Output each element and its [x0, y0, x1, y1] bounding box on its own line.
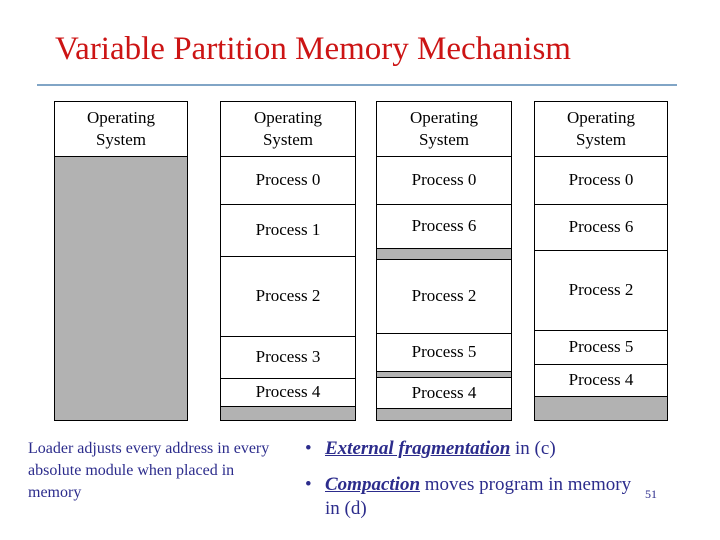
bullet-item-external-fragmentation: • External fragmentation in (c) — [305, 437, 710, 462]
memory-segment: Process 0 — [221, 157, 355, 205]
memory-segment: Process 6 — [377, 205, 511, 249]
bullet-rest: moves program in memory — [420, 473, 632, 495]
memory-segment: Operating System — [377, 102, 511, 157]
memory-segment: Operating System — [535, 102, 667, 157]
page-number: 51 — [645, 487, 657, 501]
segment-label: Process 4 — [255, 382, 321, 402]
memory-column-a: Operating System — [54, 101, 188, 421]
bullet-item-compaction: • Compaction moves program in memory in (… — [305, 473, 710, 522]
memory-segment: Process 0 — [377, 157, 511, 205]
segment-label: Operating System — [87, 107, 155, 149]
segment-label: Operating System — [254, 107, 322, 149]
segment-label: Process 6 — [411, 216, 477, 236]
bullet-emphasis: Compaction — [325, 473, 421, 495]
memory-segment: Operating System — [221, 102, 355, 157]
memory-segment: Operating System — [55, 102, 187, 157]
segment-label: Operating System — [410, 107, 478, 149]
memory-segment: Process 6 — [535, 205, 667, 251]
loader-note: Loader adjusts every address in every ab… — [28, 440, 270, 502]
title-divider-line — [37, 84, 677, 86]
memory-segment: Process 2 — [535, 251, 667, 331]
free-memory-block — [221, 407, 355, 420]
segment-label: Operating System — [567, 107, 635, 149]
free-memory-block — [377, 409, 511, 420]
segment-label: Process 0 — [411, 170, 477, 190]
free-memory-block — [377, 249, 511, 260]
memory-segment: Process 5 — [535, 331, 667, 365]
memory-segment: Process 4 — [377, 378, 511, 409]
segment-label: Process 6 — [568, 217, 634, 237]
memory-segment: Process 4 — [535, 365, 667, 397]
segment-label: Process 4 — [568, 370, 634, 390]
memory-segment: Process 4 — [221, 379, 355, 407]
segment-label: Process 2 — [411, 286, 477, 306]
bullet-emphasis: External fragmentation — [325, 438, 511, 459]
memory-segment: Process 2 — [377, 260, 511, 334]
segment-label: Process 1 — [255, 220, 321, 240]
segment-label: Process 4 — [411, 382, 477, 402]
free-memory-block — [377, 372, 511, 378]
bullet-marker: • — [305, 438, 312, 459]
memory-segment: Process 5 — [377, 334, 511, 372]
segment-label: Process 3 — [255, 347, 321, 367]
segment-label: Process 2 — [255, 286, 321, 306]
segment-label: Process 5 — [568, 337, 634, 357]
bullet-text: External fragmentation in (c) — [325, 437, 710, 462]
bullet-marker: • — [305, 473, 312, 495]
free-memory-block — [55, 157, 187, 420]
bullet-line2: in (d) — [325, 498, 367, 520]
bullet-text: Compaction moves program in memory in (d) — [325, 473, 710, 522]
segment-label: Process 2 — [568, 280, 634, 300]
bullet-list: • External fragmentation in (c) • Compac… — [305, 437, 710, 533]
segment-label: Process 0 — [255, 170, 321, 190]
memory-segment: Process 3 — [221, 337, 355, 379]
slide-title: Variable Partition Memory Mechanism — [55, 31, 571, 67]
memory-segment: Process 1 — [221, 205, 355, 257]
segment-label: Process 0 — [568, 170, 634, 190]
bullet-rest: in (c) — [510, 438, 556, 459]
free-memory-block — [535, 397, 667, 420]
memory-segment: Process 0 — [535, 157, 667, 205]
memory-segment: Process 2 — [221, 257, 355, 337]
segment-label: Process 5 — [411, 342, 477, 362]
